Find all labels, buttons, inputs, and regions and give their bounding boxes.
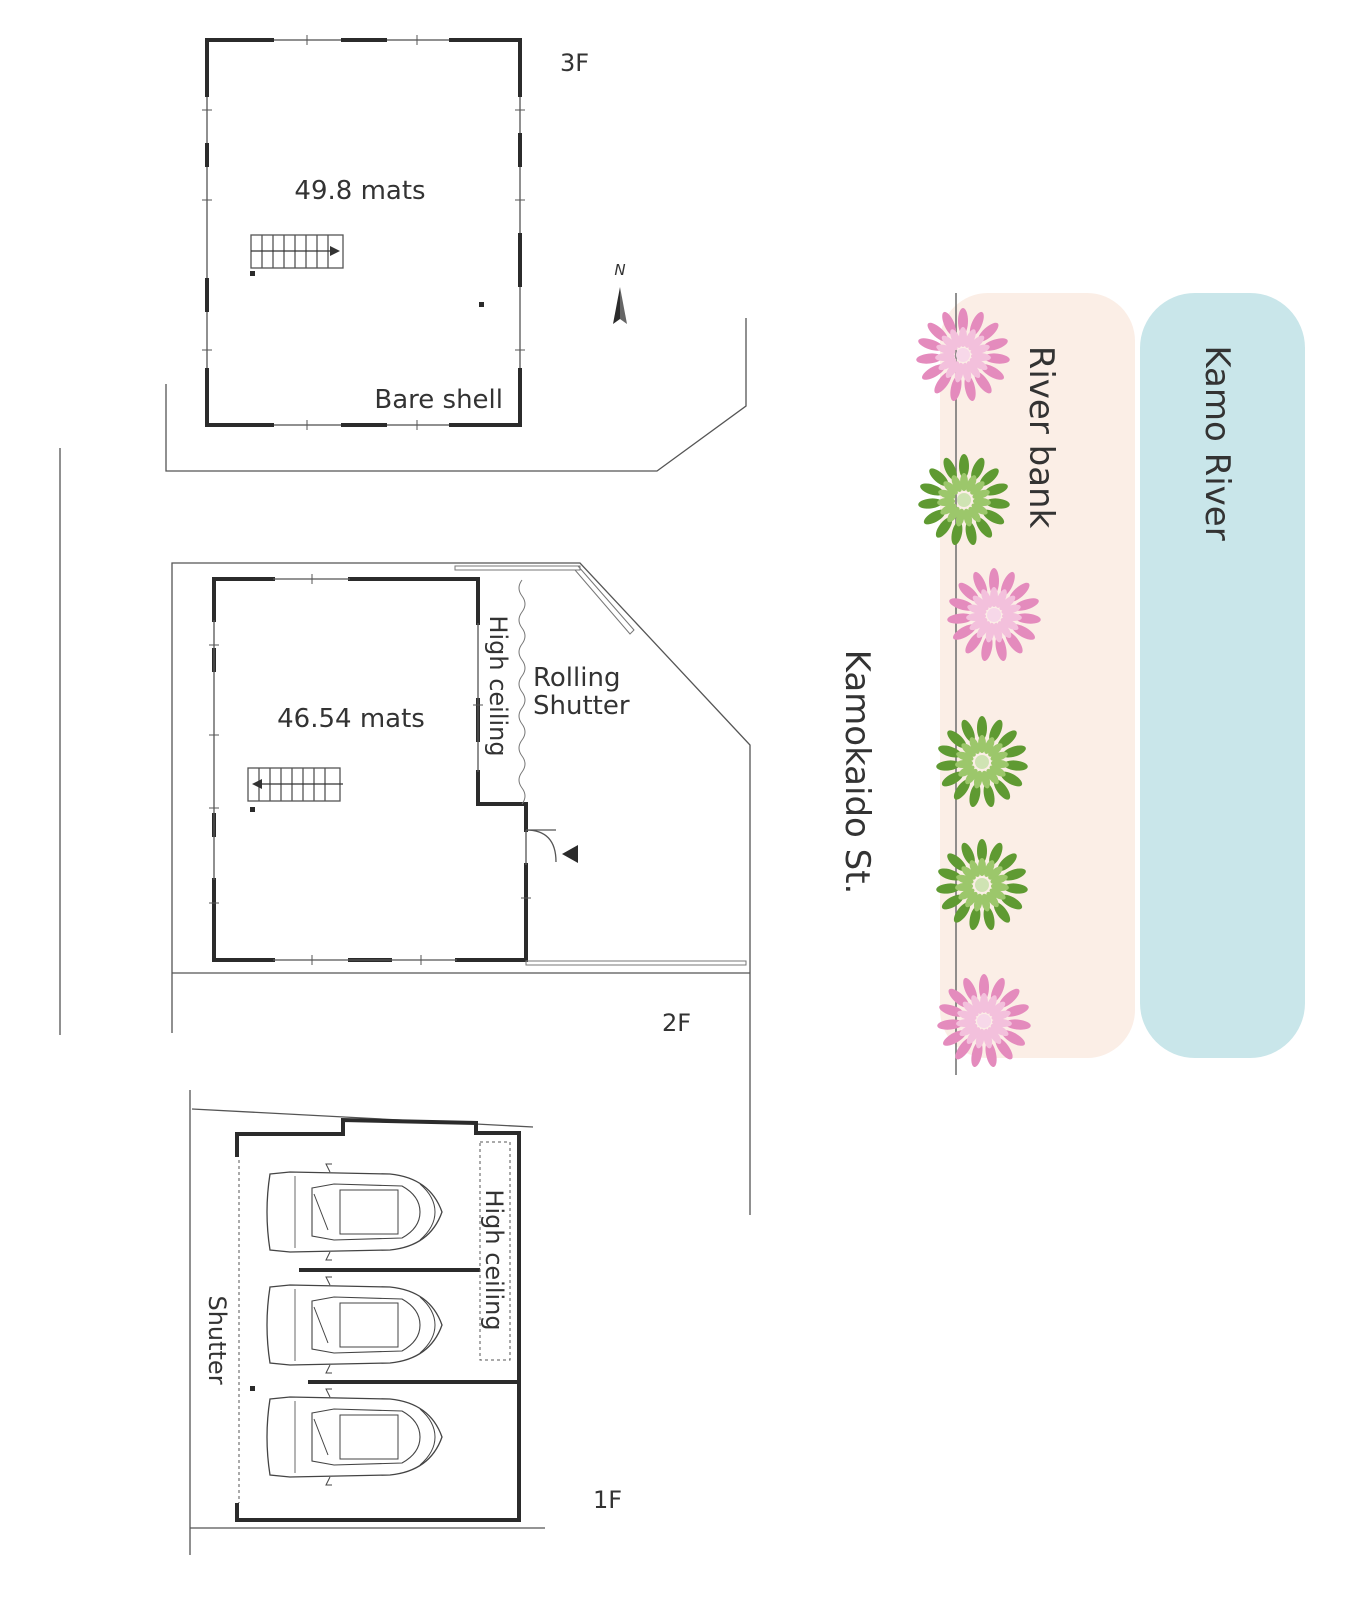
shutter-label-1f: Shutter: [203, 1295, 231, 1384]
staircase-2f: [247, 767, 343, 802]
area-label-2f: 46.54 mats: [277, 704, 425, 734]
parked-car-icon: [266, 1388, 443, 1486]
kamo-river-label: Kamo River: [1197, 345, 1237, 540]
staircase-3f: [250, 234, 344, 269]
plan-1f: [235, 1117, 521, 1522]
high-ceiling-label-1f: High ceiling: [480, 1189, 508, 1330]
parked-car-icon: [266, 1163, 443, 1261]
rolling-shutter-label-line1: Rolling: [533, 663, 620, 693]
plan-2f: [209, 565, 747, 966]
site-boundary-2f: [171, 562, 751, 1215]
parked-car-icon: [266, 1276, 443, 1374]
compass-label: N: [614, 261, 625, 279]
site-boundary-3f: [165, 318, 747, 472]
rolling-shutter-line: [518, 579, 526, 805]
entrance-arrow-icon: [562, 845, 578, 863]
door-swing: [525, 829, 557, 863]
kamo-river-area: [1140, 293, 1305, 1058]
floor-label-3f: 3F: [560, 49, 589, 77]
river-bank-label: River bank: [1021, 346, 1061, 529]
rolling-shutter-label-line2: Shutter: [533, 691, 630, 721]
site-boundary-1f-north: [191, 1108, 534, 1128]
floor-label-1f: 1F: [593, 1486, 622, 1514]
north-arrow-icon: [613, 287, 627, 324]
street-label: Kamokaido St.: [837, 650, 877, 895]
high-ceiling-label-2f: High ceiling: [484, 615, 512, 756]
area-label-3f: 49.8 mats: [294, 176, 425, 206]
plan-3f: [202, 35, 525, 430]
floor-label-2f: 2F: [662, 1009, 691, 1037]
bare-shell-label: Bare shell: [374, 385, 503, 415]
